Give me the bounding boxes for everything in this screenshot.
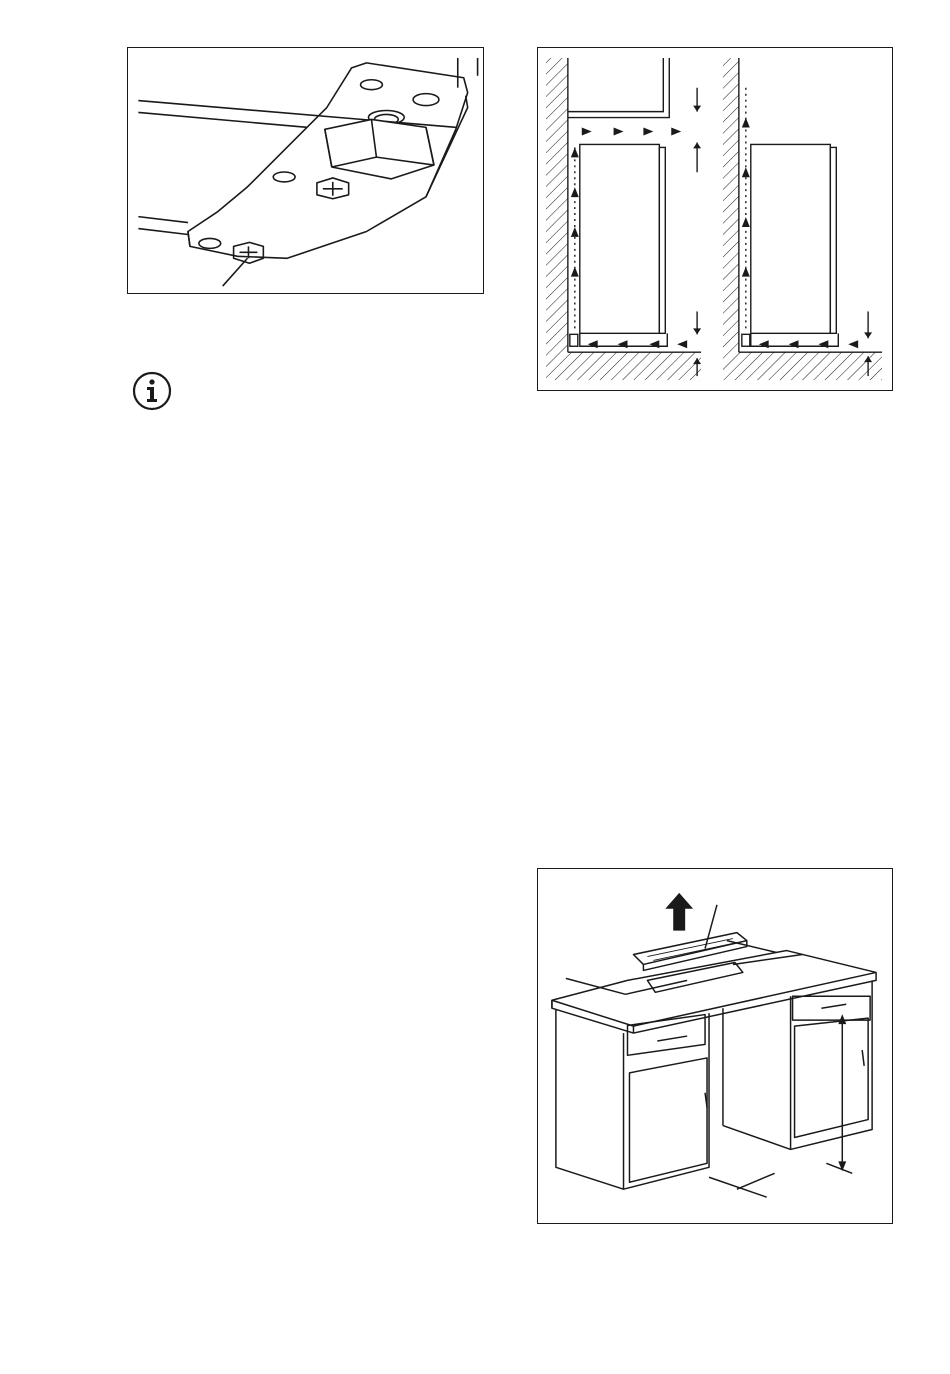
adjustable-foot-drawing bbox=[128, 48, 483, 293]
ventilation-clearance-diagram bbox=[537, 47, 893, 391]
info-icon bbox=[131, 370, 173, 412]
cabinet-installation-drawing bbox=[538, 869, 892, 1223]
cabinet-installation-illustration bbox=[537, 868, 893, 1224]
ventilation-diagram-drawing bbox=[538, 48, 892, 390]
info-icon-graphic bbox=[131, 370, 173, 412]
adjustable-foot-illustration bbox=[127, 47, 484, 294]
